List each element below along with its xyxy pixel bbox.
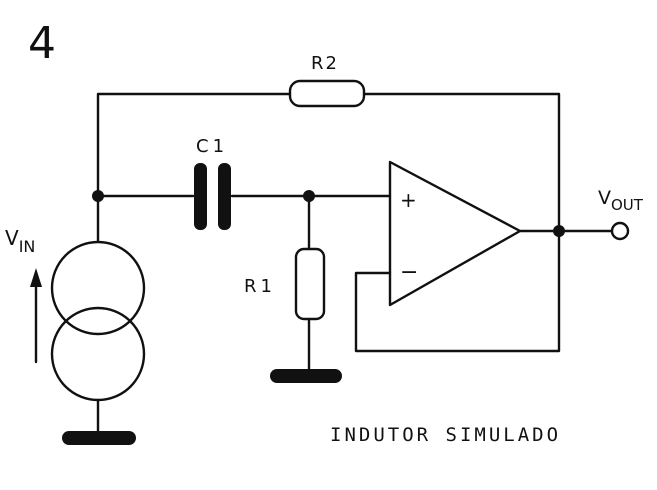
wire-feedback-negative bbox=[354, 229, 561, 353]
vin-arrow-head-icon bbox=[30, 268, 42, 287]
junction-middle bbox=[303, 190, 315, 202]
resistor-r2 bbox=[288, 79, 366, 108]
capacitor-c1-plate-right bbox=[218, 163, 231, 230]
r1-label: R1 bbox=[244, 276, 276, 297]
junction-left bbox=[92, 190, 104, 202]
input-source: VIN bbox=[5, 194, 146, 445]
vout-label: VOUT bbox=[598, 187, 644, 214]
source-circle-bottom bbox=[50, 306, 146, 402]
r2-branch: R2 bbox=[96, 53, 561, 233]
resistor-r1 bbox=[294, 247, 326, 321]
output-terminal bbox=[610, 221, 630, 241]
r2-label: R2 bbox=[311, 53, 339, 74]
ground-source bbox=[62, 431, 136, 445]
figure-caption: INDUTOR SIMULADO bbox=[330, 424, 561, 446]
wire-left-top bbox=[96, 92, 292, 198]
source-circle-top bbox=[50, 240, 146, 336]
r1-branch: R1 bbox=[244, 194, 342, 383]
vin-label: VIN bbox=[5, 226, 35, 256]
junction-output bbox=[553, 225, 565, 237]
c1-branch: C1 bbox=[96, 136, 392, 230]
c1-label: C1 bbox=[196, 136, 228, 157]
figure-number: 4 bbox=[28, 18, 56, 69]
ground-r1 bbox=[270, 369, 342, 383]
capacitor-c1-plate-left bbox=[194, 163, 207, 230]
op-amp-triangle bbox=[388, 160, 522, 307]
op-amp: + − bbox=[354, 160, 630, 353]
op-amp-minus-label: − bbox=[400, 260, 418, 285]
op-amp-plus-label: + bbox=[400, 188, 417, 212]
wire-right-top bbox=[362, 92, 561, 233]
